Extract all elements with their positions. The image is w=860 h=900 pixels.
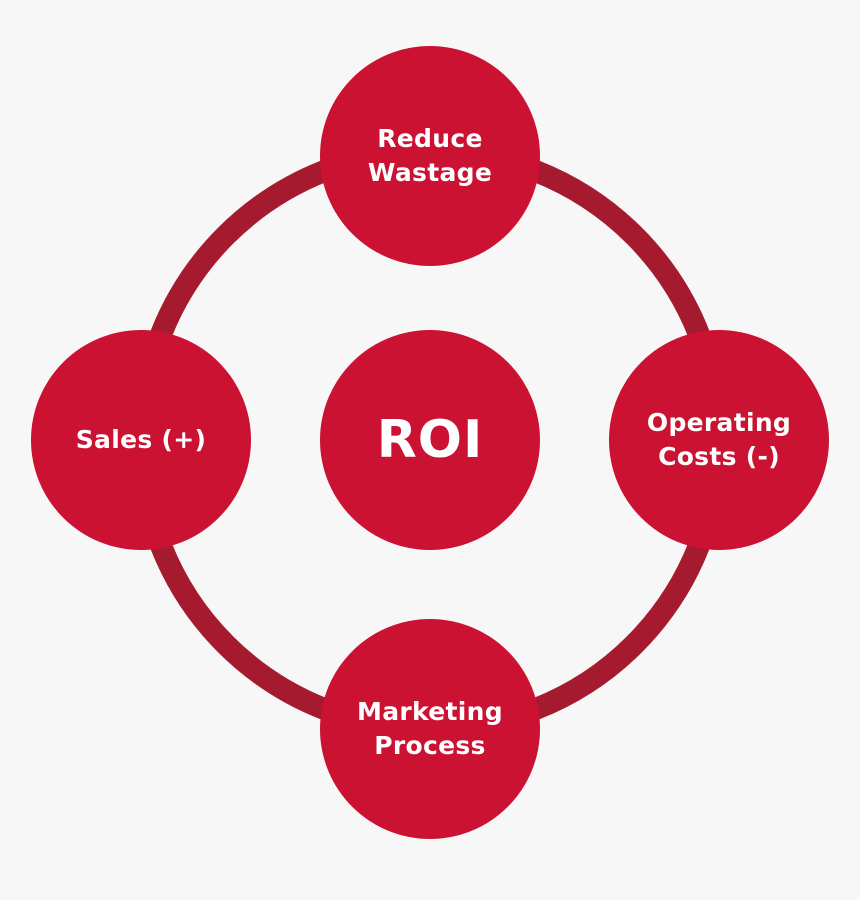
node-sales: Sales (+) xyxy=(31,330,251,550)
node-sales-label: Sales (+) xyxy=(75,425,207,454)
node-marketing-process-label: Marketing Process xyxy=(357,697,503,760)
node-roi: ROI xyxy=(320,330,540,550)
node-reduce-wastage-label: Reduce Wastage xyxy=(367,124,493,187)
node-roi-label: ROI xyxy=(376,410,484,470)
node-operating-costs-label: Operating Costs (-) xyxy=(646,408,792,471)
node-operating-costs: Operating Costs (-) xyxy=(609,330,829,550)
node-reduce-wastage: Reduce Wastage xyxy=(320,46,540,266)
node-marketing-process: Marketing Process xyxy=(320,619,540,839)
